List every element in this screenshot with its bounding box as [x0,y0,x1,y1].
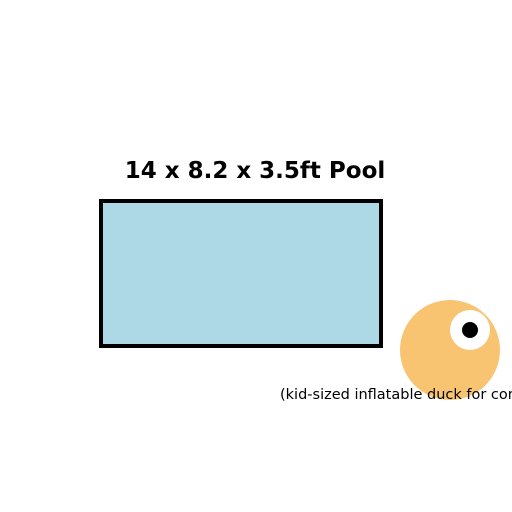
pool-title: 14 x 8.2 x 3.5ft Pool [124,158,386,184]
duck-pupil-icon [462,322,478,338]
duck-caption: (kid-sized inflatable duck for compariso… [280,387,512,403]
pool-rectangle [99,199,383,348]
